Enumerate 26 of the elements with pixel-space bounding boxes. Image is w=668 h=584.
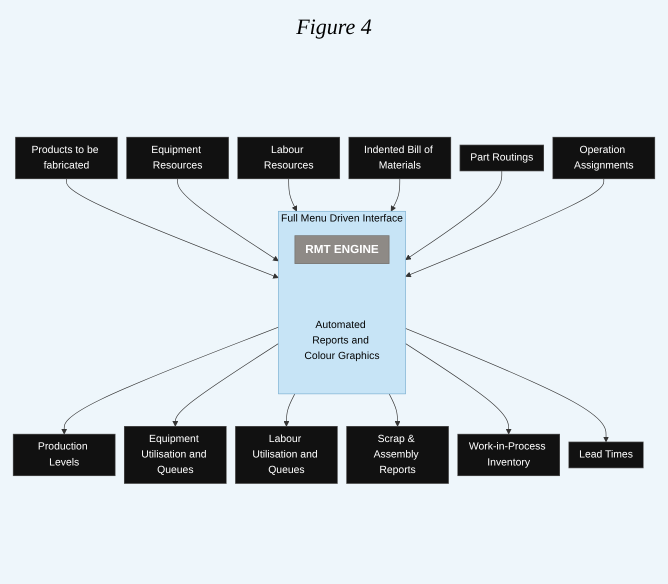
arrow [405, 328, 609, 442]
node-box: Part Routings [460, 144, 544, 171]
arrow [390, 178, 400, 212]
node-box: Operation Assignments [552, 136, 656, 179]
arrow [284, 393, 296, 426]
node-box: Equipment Utilisation and Queues [124, 426, 227, 484]
node-box: Lead Times [568, 441, 644, 468]
node-box: Products to be fabricated [15, 136, 118, 179]
arrow [388, 393, 400, 426]
node-box: Production Levels [12, 433, 116, 476]
arrow [61, 326, 279, 434]
figure-title: Figure 4 [296, 14, 372, 40]
arrow [66, 178, 279, 278]
arrow [405, 342, 512, 434]
node-box: RMT ENGINE [294, 234, 390, 264]
node-box: Work-in-Process Inventory [457, 433, 560, 476]
arrow [405, 178, 604, 277]
arrow [405, 170, 502, 260]
node-box: Labour Resources [237, 136, 340, 179]
arrow [172, 342, 279, 426]
node-box: Scrap & Assembly Reports [346, 426, 449, 484]
node-box: Equipment Resources [126, 136, 229, 179]
arrow [288, 178, 298, 212]
arrow [177, 178, 279, 261]
node-box: Labour Utilisation and Queues [235, 426, 338, 484]
node-box: Indented Bill of Materials [348, 136, 452, 179]
